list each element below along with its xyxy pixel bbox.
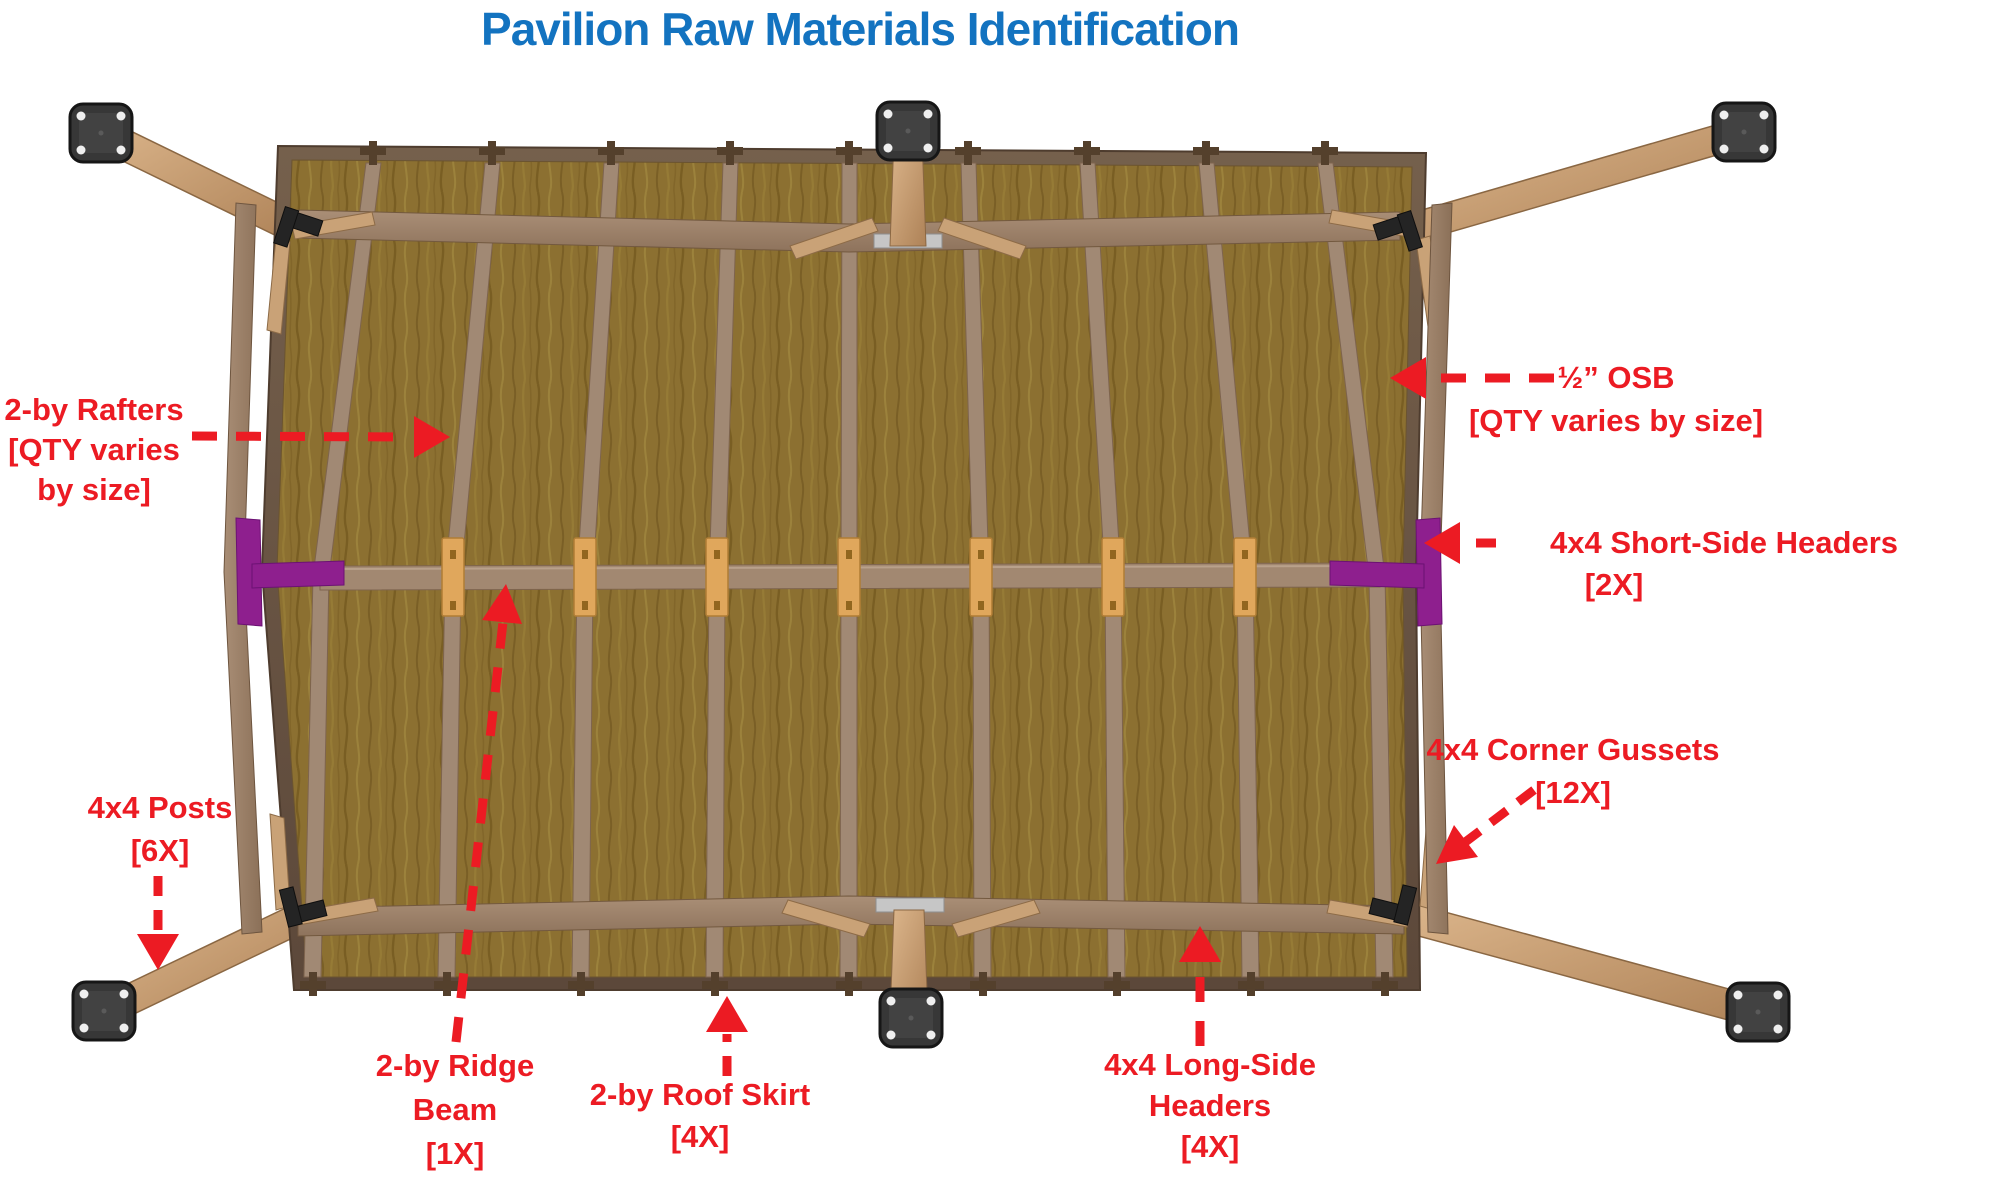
post-top-right	[1407, 117, 1749, 243]
corner-gussets-arrow	[1436, 786, 1537, 864]
center-gusset-braces	[781, 217, 1041, 938]
label-line: [4X]	[670, 1119, 730, 1154]
short-side-headers-arrow	[1424, 522, 1496, 564]
label-line: 4x4 Corner Gussets	[1426, 732, 1720, 767]
label-line: 4x4 Short-Side Headers	[1549, 525, 1899, 560]
label-line: ½” OSB	[1557, 360, 1675, 395]
label-line: Beam	[412, 1092, 498, 1127]
label-line: 2-by Roof Skirt	[589, 1077, 811, 1112]
osb-arrow	[1390, 357, 1554, 399]
ridge-beam-arrow	[451, 584, 522, 1043]
label-line: 4x4 Posts	[87, 790, 233, 825]
corner-brackets	[273, 206, 1423, 928]
label-line: [QTY varies by size]	[1468, 403, 1764, 438]
long-side-header-bottom	[297, 895, 1405, 937]
rafter-tail-anchors	[300, 141, 1398, 996]
long-side-headers-arrow	[1179, 926, 1221, 1046]
rafters-arrow	[191, 416, 450, 458]
annotation-arrows	[137, 357, 1554, 1076]
label-line: by size]	[37, 472, 151, 507]
label-short-side-headers: 4x4 Short-Side Headers [2X]	[1464, 522, 1984, 606]
label-line: Headers	[1148, 1088, 1272, 1123]
posts-arrow	[137, 876, 179, 970]
label-line: [12X]	[1535, 775, 1611, 810]
label-roof-skirt: 2-by Roof Skirt [4X]	[556, 1074, 844, 1158]
ridge-t-brackets	[235, 517, 1443, 627]
label-line: 2-by Ridge	[375, 1048, 535, 1083]
roof-skirt-arrow	[706, 996, 748, 1076]
label-corner-gussets: 4x4 Corner Gussets [12X]	[1406, 728, 1740, 814]
label-line: [1X]	[425, 1136, 485, 1171]
label-line: 2-by Rafters	[4, 392, 184, 427]
label-line: [6X]	[130, 833, 190, 868]
label-line: [4X]	[1180, 1129, 1240, 1164]
label-ridge-beam: 2-by Ridge Beam [1X]	[328, 1044, 582, 1176]
label-line: [QTY varies	[8, 432, 180, 467]
label-posts: 4x4 Posts [6X]	[36, 786, 284, 872]
label-line: 4x4 Long-Side	[1104, 1047, 1316, 1082]
label-long-side-headers: 4x4 Long-Side Headers [4X]	[1080, 1044, 1340, 1167]
label-line: [2X]	[1584, 567, 1644, 602]
ridge-splice-plates	[441, 537, 1257, 617]
post-bottom-right	[1399, 901, 1763, 1028]
label-osb: ½” OSB [QTY varies by size]	[1448, 356, 1784, 442]
page-title: Pavilion Raw Materials Identification	[481, 3, 1240, 55]
label-rafters: 2-by Rafters [QTY varies by size]	[0, 390, 192, 510]
